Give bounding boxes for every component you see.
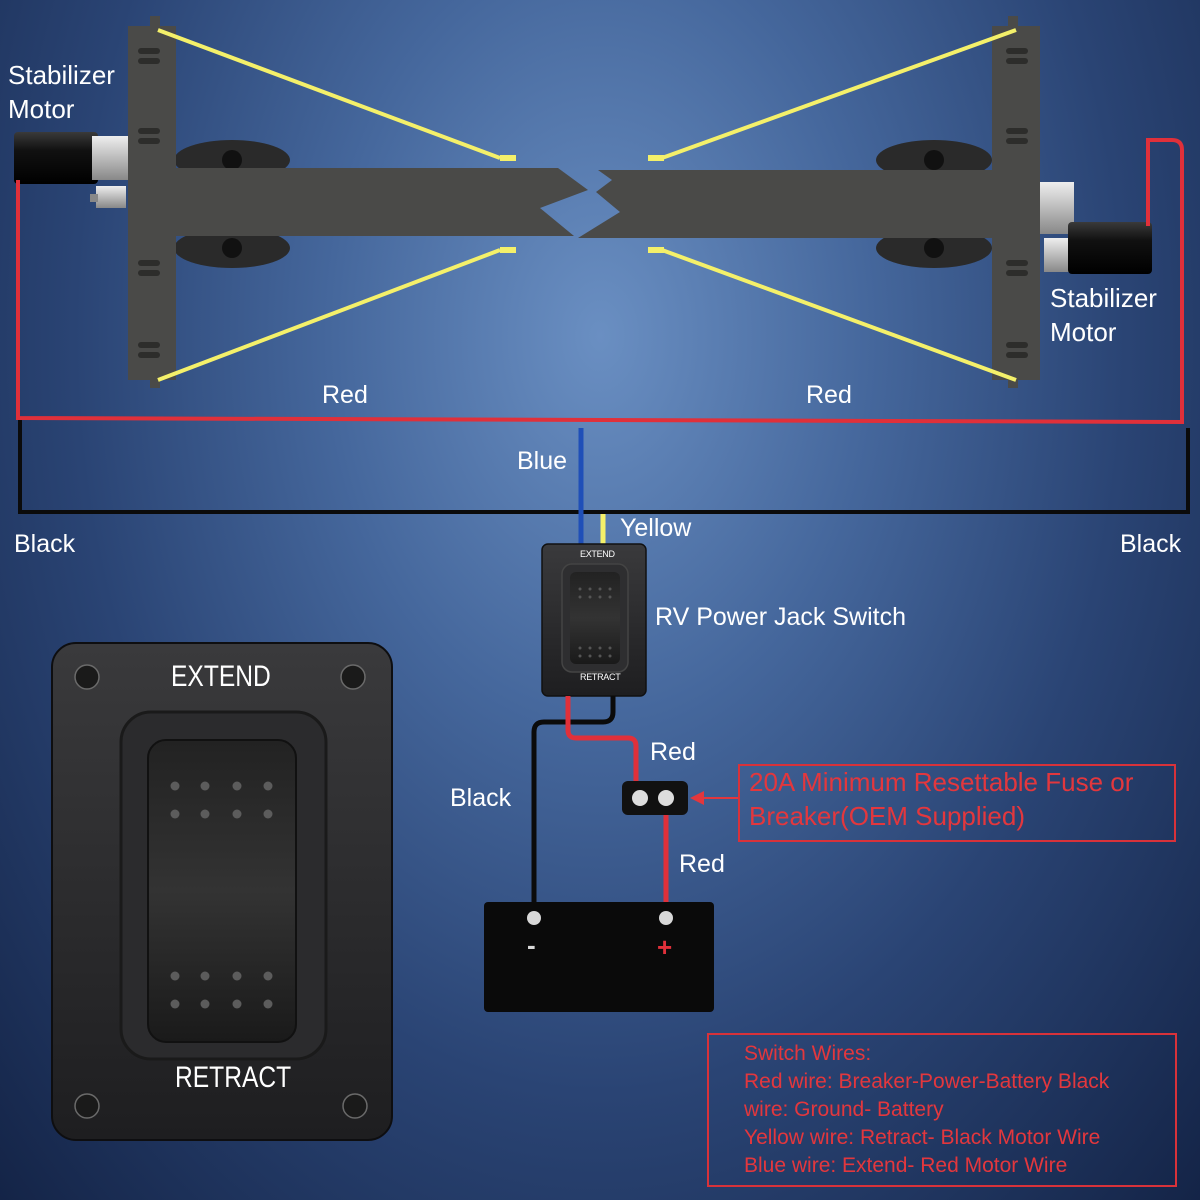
switch-wires-heading: Switch Wires: [744, 1042, 872, 1065]
fuse-note: 20A Minimum Resettable Fuse or Breaker(O… [749, 765, 1133, 833]
rv-power-jack-switch [541, 543, 647, 697]
switch-wires-line: Red wire: Breaker-Power-Battery Black [744, 1070, 1110, 1093]
black-wire-label-right: Black [1120, 530, 1182, 558]
battery-positive-sign: + [657, 932, 673, 962]
switch-wires-line: Blue wire: Extend- Red Motor Wire [744, 1154, 1068, 1177]
red-fuse-bottom-label: Red [679, 850, 725, 878]
fuse-pointer-arrow [690, 791, 738, 805]
fuse-note-line2: Breaker(OEM Supplied) [749, 801, 1025, 831]
right-motor-label: Stabilizer Motor [1050, 281, 1157, 349]
switch-wires-note-box [707, 1033, 1177, 1187]
black-motor-wire [18, 418, 1190, 514]
battery [484, 902, 714, 1012]
fuse-breaker [622, 781, 688, 815]
large-switch-illustration [51, 642, 393, 1141]
large-switch-extend-label: EXTEND [171, 660, 271, 693]
blue-wire-label: Blue [517, 447, 568, 475]
fuse-note-box [738, 764, 1176, 842]
switch-name-label: RV Power Jack Switch [655, 603, 907, 631]
switch-wires-note: Switch Wires: Red wire: Breaker-Power-Ba… [744, 1040, 1109, 1180]
black-battery-wire [531, 696, 616, 912]
small-switch-retract-label: RETRACT [580, 672, 621, 682]
left-motor-label: Stabilizer Motor [8, 58, 115, 126]
jack-legs [157, 28, 1017, 382]
black-battery-wire-label: Black [450, 784, 512, 812]
red-fuse-top-label: Red [650, 738, 696, 766]
left-stabilizer-jack [14, 16, 588, 388]
red-wire-label-right: Red [806, 381, 852, 409]
yellow-wire-label: Yellow [620, 514, 692, 542]
small-switch-extend-label: EXTEND [580, 549, 615, 559]
switch-wires-line: wire: Ground- Battery [744, 1098, 944, 1121]
red-motor-wire [16, 138, 1184, 425]
red-fuse-wire-top [565, 696, 639, 786]
right-stabilizer-jack [578, 16, 1152, 388]
right-motor-label-line2: Motor [1050, 317, 1117, 347]
left-motor-label-line1: Stabilizer [8, 60, 115, 90]
black-wire-label-left: Black [14, 530, 76, 558]
fuse-note-line1: 20A Minimum Resettable Fuse or [749, 767, 1134, 797]
battery-negative-sign: - [527, 930, 536, 960]
red-wire-label-left: Red [322, 381, 368, 409]
left-motor-label-line2: Motor [8, 94, 75, 124]
right-motor-label-line1: Stabilizer [1050, 283, 1157, 313]
large-switch-retract-label: RETRACT [175, 1061, 292, 1094]
switch-wires-line: Yellow wire: Retract- Black Motor Wire [744, 1126, 1101, 1149]
